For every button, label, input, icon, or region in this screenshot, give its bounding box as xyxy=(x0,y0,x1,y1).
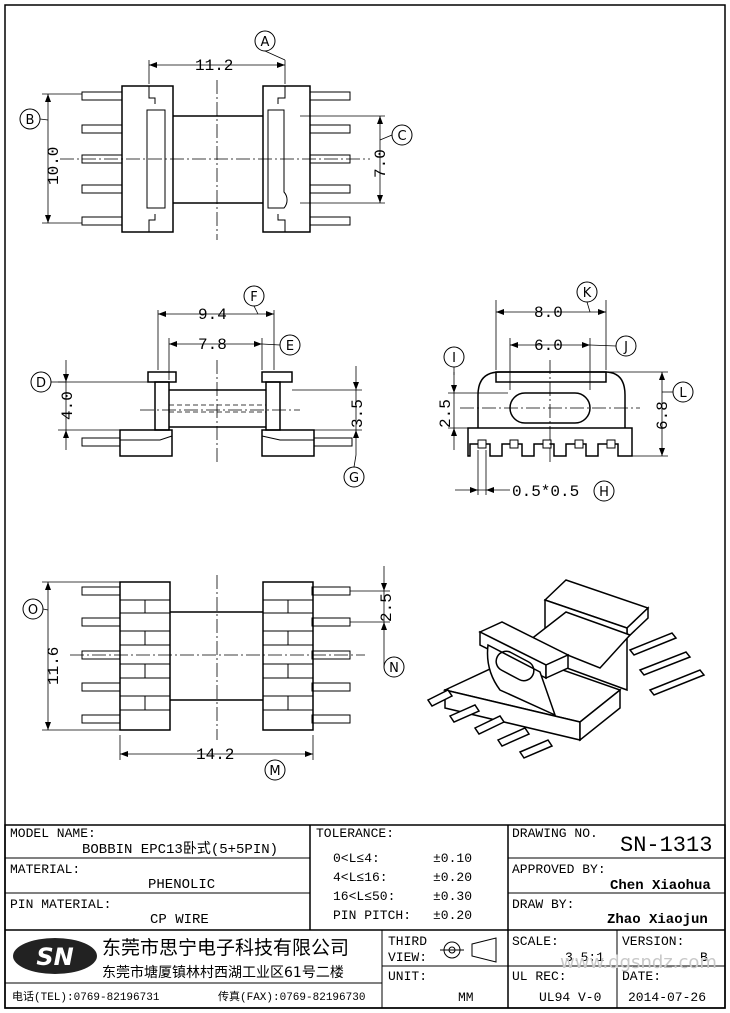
callout-m: M xyxy=(269,764,280,779)
dim-f-text: 9.4 xyxy=(198,306,227,324)
third-view-label-2: VIEW: xyxy=(388,950,427,965)
dim-l-text: 6.8 xyxy=(654,401,672,430)
watermark: www.dgsndz.com xyxy=(560,952,717,973)
callout-b: B xyxy=(26,113,35,128)
callout-k: K xyxy=(583,286,592,301)
dim-i-text: 2.5 xyxy=(437,399,455,428)
dim-c-text: 7.0 xyxy=(372,149,390,178)
callout-i: I xyxy=(452,351,456,366)
ul-rec-label: UL REC: xyxy=(512,969,567,984)
dim-o-text: 11.6 xyxy=(45,647,63,685)
tolerance-range-1: 0<L≤4: xyxy=(333,851,380,866)
company-logo-icon: SN xyxy=(13,938,97,974)
callout-f: F xyxy=(250,290,257,305)
callout-h: H xyxy=(599,485,609,500)
drawing-no-value: SN-1313 xyxy=(620,833,712,858)
dim-e-text: 7.8 xyxy=(198,336,227,354)
callout-n: N xyxy=(389,661,399,676)
model-name-value: BOBBIN EPC13卧式(5+5PIN) xyxy=(82,841,278,858)
dim-h-text: 0.5*0.5 xyxy=(512,483,579,501)
top-view: 11.2 10.0 7.0 xyxy=(42,57,390,240)
unit-label: UNIT: xyxy=(388,969,427,984)
callout-j: J xyxy=(623,340,628,355)
bottom-view: 11.6 2.5 14.2 xyxy=(42,566,396,764)
dim-j-text: 6.0 xyxy=(534,337,563,355)
company-phone: 电话(TEL):0769-82196731 xyxy=(12,990,160,1004)
date-value: 2014-07-26 xyxy=(628,990,706,1005)
dim-n-text: 2.5 xyxy=(378,593,396,622)
company-fax: 传真(FAX):0769-82196730 xyxy=(218,989,365,1004)
company-logo-text: SN xyxy=(36,943,73,971)
version-value: B xyxy=(700,950,708,965)
dim-a-text: 11.2 xyxy=(195,57,233,75)
company-address: 东莞市塘厦镇林村西湖工业区61号二楼 xyxy=(102,964,344,981)
tolerance-value-3: ±0.30 xyxy=(433,889,472,904)
draw-by-value: Zhao Xiaojun xyxy=(607,912,708,928)
callout-d: D xyxy=(36,376,46,391)
draw-by-label: DRAW BY: xyxy=(512,897,574,912)
drawing-no-label: DRAWING NO. xyxy=(512,826,598,841)
scale-value: 3.5:1 xyxy=(565,950,604,965)
scale-label: SCALE: xyxy=(512,934,559,949)
approved-by-value: Chen Xiaohua xyxy=(610,878,711,894)
callout-c: C xyxy=(397,129,406,144)
callout-a: A xyxy=(261,35,270,50)
callout-bubbles xyxy=(19,30,694,781)
third-angle-projection-icon xyxy=(440,937,497,963)
company-name: 东莞市思宁电子科技有限公司 xyxy=(102,937,349,959)
dim-g-text: 3.5 xyxy=(349,399,367,428)
material-value: PHENOLIC xyxy=(148,877,215,893)
pin-material-value: CP WIRE xyxy=(150,912,209,928)
callout-l: L xyxy=(679,386,687,401)
tolerance-value-1: ±0.10 xyxy=(433,851,472,866)
title-block xyxy=(4,824,726,1009)
tolerance-range-2: 4<L≤16: xyxy=(333,870,388,885)
material-label: MATERIAL: xyxy=(10,862,80,877)
dim-d-text: 4.0 xyxy=(59,391,77,420)
callout-e: E xyxy=(286,339,294,354)
callout-o: O xyxy=(28,603,38,618)
front-view: 9.4 7.8 4.0 3.5 xyxy=(58,306,367,465)
approved-by-label: APPROVED BY: xyxy=(512,862,606,877)
unit-value: MM xyxy=(458,990,474,1005)
tolerance-value-2: ±0.20 xyxy=(433,870,472,885)
third-view-label-1: THIRD xyxy=(388,934,427,949)
tolerance-label: TOLERANCE: xyxy=(316,826,394,841)
pin-material-label: PIN MATERIAL: xyxy=(10,897,111,912)
side-view: 8.0 6.0 2.5 6.8 0.5*0.5 xyxy=(437,300,672,501)
version-label: VERSION: xyxy=(622,934,684,949)
tolerance-range-4: PIN PITCH: xyxy=(333,908,411,923)
date-label: DATE: xyxy=(622,969,661,984)
ul-rec-value: UL94 V-0 xyxy=(539,990,601,1005)
callout-g: G xyxy=(349,471,359,486)
dim-m-text: 14.2 xyxy=(196,746,234,764)
model-name-label: MODEL NAME: xyxy=(10,826,96,841)
tolerance-range-3: 16<L≤50: xyxy=(333,889,395,904)
dim-k-text: 8.0 xyxy=(534,304,563,322)
isometric-view xyxy=(426,579,706,759)
tolerance-value-4: ±0.20 xyxy=(433,908,472,923)
dim-b-text: 10.0 xyxy=(45,147,63,185)
